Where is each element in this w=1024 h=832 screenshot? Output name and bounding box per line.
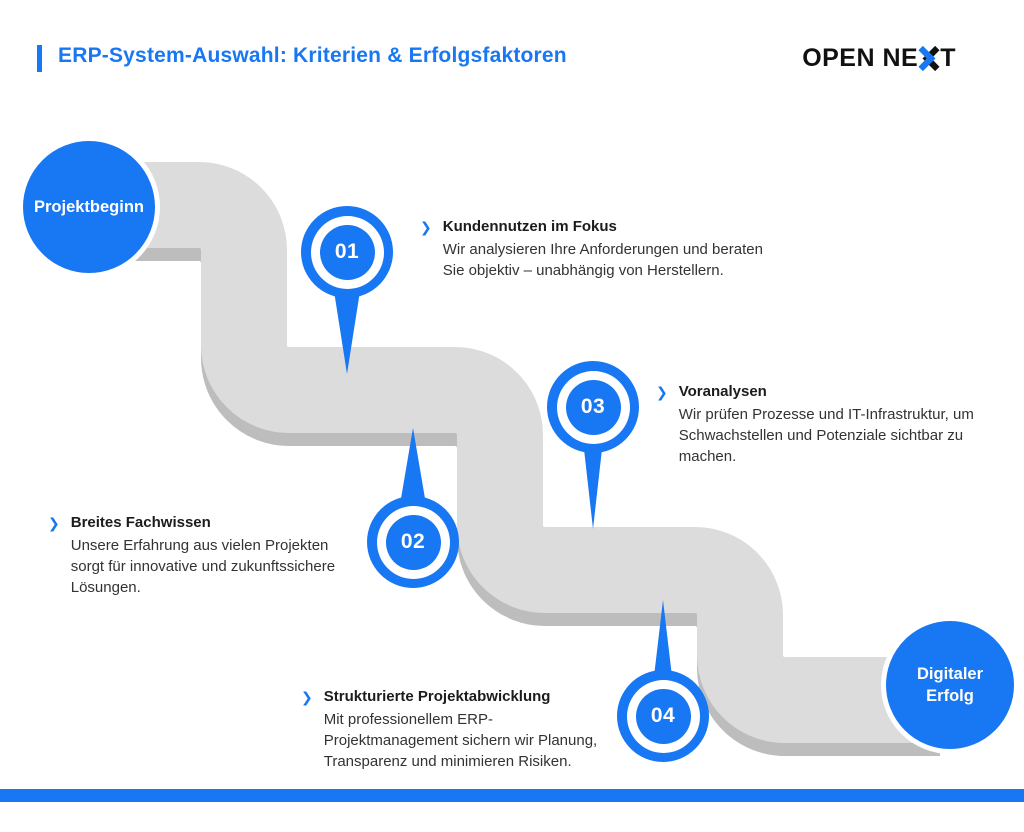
note-body-01: Wir analysieren Ihre Anforderungen und b… <box>442 241 763 279</box>
note-title-04: Strukturierte Projektabwicklung <box>323 688 551 705</box>
chevron-bullet-icon: ❯ <box>48 516 60 532</box>
milestone-pin-03: 03 <box>547 361 639 453</box>
pin-tail-01 <box>331 272 363 374</box>
pin-ring: 03 <box>556 370 630 444</box>
note-text: Kundennutzen im Fokus Wir analysieren Ih… <box>443 218 775 281</box>
chevron-bullet-icon: ❯ <box>420 220 432 236</box>
pin-ring: 02 <box>376 505 450 579</box>
note-body-02: Unsere Erfahrung aus vielen Projekten so… <box>70 537 336 596</box>
pin-ring: 01 <box>310 215 384 289</box>
milestone-pin-01: 01 <box>301 206 393 298</box>
note-title-01: Kundennutzen im Fokus <box>442 218 617 235</box>
chevron-bullet-icon: ❯ <box>656 385 668 401</box>
logo-open-next: OPEN NE T <box>802 44 956 73</box>
milestone-pin-02: 02 <box>367 496 459 588</box>
logo-text-suffix: T <box>940 44 956 72</box>
start-node-label: Projektbeginn <box>33 197 144 216</box>
logo-x-icon <box>918 46 940 71</box>
logo-text-prefix: OPEN NE <box>802 44 919 72</box>
pin-number-02: 02 <box>385 514 441 570</box>
milestone-note-01: ❯ Kundennutzen im Fokus Wir analysieren … <box>420 218 775 281</box>
note-body-03: Wir prüfen Prozesse und IT-Infrastruktur… <box>678 406 974 465</box>
milestone-note-04: ❯ Strukturierte Projektabwicklung Mit pr… <box>301 688 606 772</box>
chevron-bullet-icon: ❯ <box>301 690 313 706</box>
note-title-02: Breites Fachwissen <box>70 514 211 531</box>
note-title-03: Voranalysen <box>678 383 767 400</box>
note-text: Breites Fachwissen Unsere Erfahrung aus … <box>71 514 358 598</box>
note-body-04: Mit professionellem ERP-Projektmanagemen… <box>323 711 598 770</box>
title-accent-bar <box>37 45 42 72</box>
note-text: Strukturierte Projektabwicklung Mit prof… <box>324 688 606 772</box>
note-text: Voranalysen Wir prüfen Prozesse und IT-I… <box>679 383 991 467</box>
pin-number-04: 04 <box>635 688 691 744</box>
page-title: ERP-System-Auswahl: Kriterien & Erfolgsf… <box>58 44 567 67</box>
start-node-projektbeginn: Projektbeginn <box>18 136 160 278</box>
pin-number-03: 03 <box>565 379 621 435</box>
end-node-digitaler-erfolg: Digitaler Erfolg <box>881 616 1019 754</box>
milestone-note-03: ❯ Voranalysen Wir prüfen Prozesse und IT… <box>656 383 991 467</box>
end-node-label: Digitaler Erfolg <box>916 664 984 705</box>
milestone-pin-04: 04 <box>617 670 709 762</box>
road-path <box>80 162 940 743</box>
pin-ring: 04 <box>626 679 700 753</box>
milestone-note-02: ❯ Breites Fachwissen Unsere Erfahrung au… <box>48 514 358 598</box>
pin-number-01: 01 <box>319 224 375 280</box>
footer-accent-bar <box>0 789 1024 802</box>
